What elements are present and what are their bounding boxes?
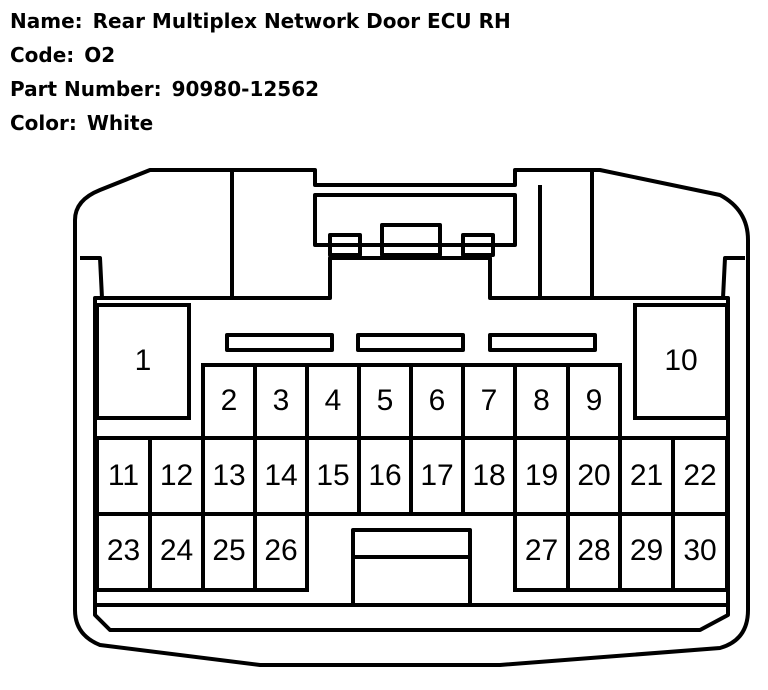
pin-label-1: 1: [135, 344, 152, 377]
pin-label-8: 8: [533, 384, 550, 417]
housing-outline: [73, 168, 750, 667]
name-value: Rear Multiplex Network Door ECU RH: [92, 9, 511, 33]
name-label: Name:: [10, 9, 83, 33]
pin-label-29: 29: [630, 534, 663, 567]
key-slot-2: [356, 333, 465, 352]
pin-label-18: 18: [472, 459, 505, 492]
code-label: Code:: [10, 43, 75, 67]
pin-label-7: 7: [481, 384, 498, 417]
pin-label-6: 6: [429, 384, 446, 417]
pin-cavity-1: [95, 303, 191, 420]
pin-label-21: 21: [630, 459, 663, 492]
pin-label-10: 10: [664, 344, 697, 377]
pin-label-24: 24: [160, 534, 193, 567]
name-row: Name: Rear Multiplex Network Door ECU RH: [10, 4, 511, 38]
bottom-skirt: [93, 605, 730, 632]
pin-label-9: 9: [586, 384, 603, 417]
pin-label-13: 13: [212, 459, 245, 492]
side-clip-left: [80, 256, 104, 299]
code-row: Code: O2: [10, 38, 511, 72]
pin-label-19: 19: [525, 459, 558, 492]
code-value: O2: [84, 43, 116, 67]
pin-label-11: 11: [108, 459, 139, 492]
pin-label-14: 14: [264, 459, 297, 492]
pin-label-15: 15: [316, 459, 349, 492]
part-number-row: Part Number: 90980-12562: [10, 72, 511, 106]
pin-label-16: 16: [368, 459, 401, 492]
pin-label-23: 23: [107, 534, 140, 567]
pin-label-25: 25: [212, 534, 245, 567]
pin-label-2: 2: [221, 384, 238, 417]
pin-label-27: 27: [525, 534, 558, 567]
pin-label-3: 3: [273, 384, 290, 417]
key-slot-3: [488, 333, 597, 352]
latch-outline: [313, 193, 517, 247]
key-slot-1: [225, 333, 334, 352]
pin-label-17: 17: [420, 459, 453, 492]
color-row: Color: White: [10, 106, 511, 140]
pin-label-5: 5: [377, 384, 394, 417]
pin-cavity-26: [253, 512, 309, 592]
part-number-value: 90980-12562: [171, 77, 320, 101]
pin-label-26: 26: [264, 534, 297, 567]
latch-block-center: [380, 223, 442, 257]
pin-label-4: 4: [325, 384, 342, 417]
bottom-notch: [351, 528, 472, 605]
pin-cavity-10: [633, 303, 729, 420]
pin-label-30: 30: [683, 534, 716, 567]
pin-label-20: 20: [577, 459, 610, 492]
pin-label-22: 22: [683, 459, 716, 492]
pin-label-28: 28: [577, 534, 610, 567]
connector-info: Name:Rear Multiplex Network Door ECU RH …: [10, 4, 511, 140]
pin-label-12: 12: [160, 459, 193, 492]
side-clip-right: [721, 256, 745, 299]
color-label: Color:: [10, 111, 77, 135]
housing-body: [93, 256, 730, 607]
part-number-label: Part Number:: [10, 77, 162, 101]
pin-cavity-30: [671, 512, 729, 592]
color-value: White: [86, 111, 154, 135]
